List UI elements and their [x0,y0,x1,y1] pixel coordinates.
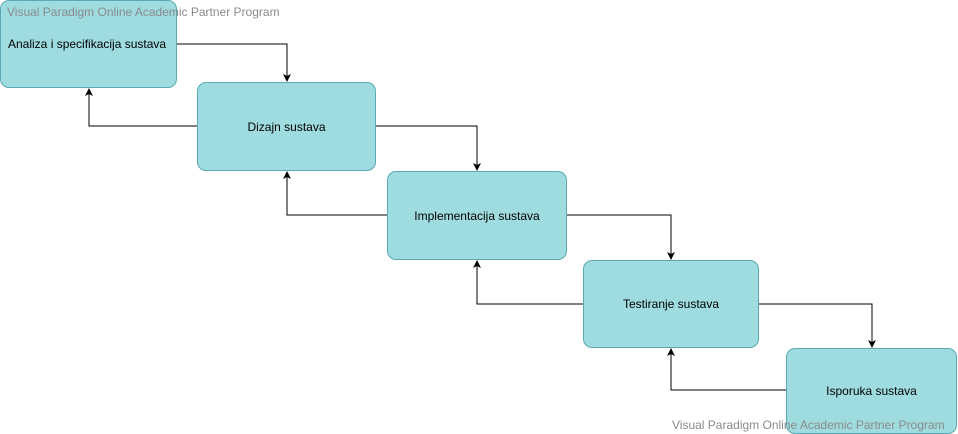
feedback-arrow-1 [85,88,197,127]
step-analysis-label: Analiza i specifikacija sustava [8,37,167,51]
watermark-top: Visual Paradigm Online Academic Partner … [7,5,280,19]
watermark-bottom: Visual Paradigm Online Academic Partner … [672,418,945,432]
step-implementation-box[interactable]: Implementacija sustava [387,171,567,260]
feedback-arrow-4 [667,348,786,391]
step-design-box[interactable]: Dizajn sustava [197,82,376,171]
step-delivery-label: Isporuka sustava [826,384,917,398]
feedback-arrow-3 [473,260,583,305]
forward-arrow-2 [376,125,481,171]
step-testing-label: Testiranje sustava [622,297,720,311]
step-design-label: Dizajn sustava [247,119,326,134]
step-delivery-box[interactable]: Isporuka sustava [786,348,957,434]
feedback-arrow-2 [283,171,387,216]
forward-arrow-3 [567,214,675,260]
step-implementation-label: Implementacija sustava [414,208,540,223]
forward-arrow-1 [177,43,291,82]
step-testing-box[interactable]: Testiranje sustava [583,260,759,348]
step-analysis-box[interactable]: Analiza i specifikacija sustava [0,0,177,88]
forward-arrow-4 [759,303,876,348]
